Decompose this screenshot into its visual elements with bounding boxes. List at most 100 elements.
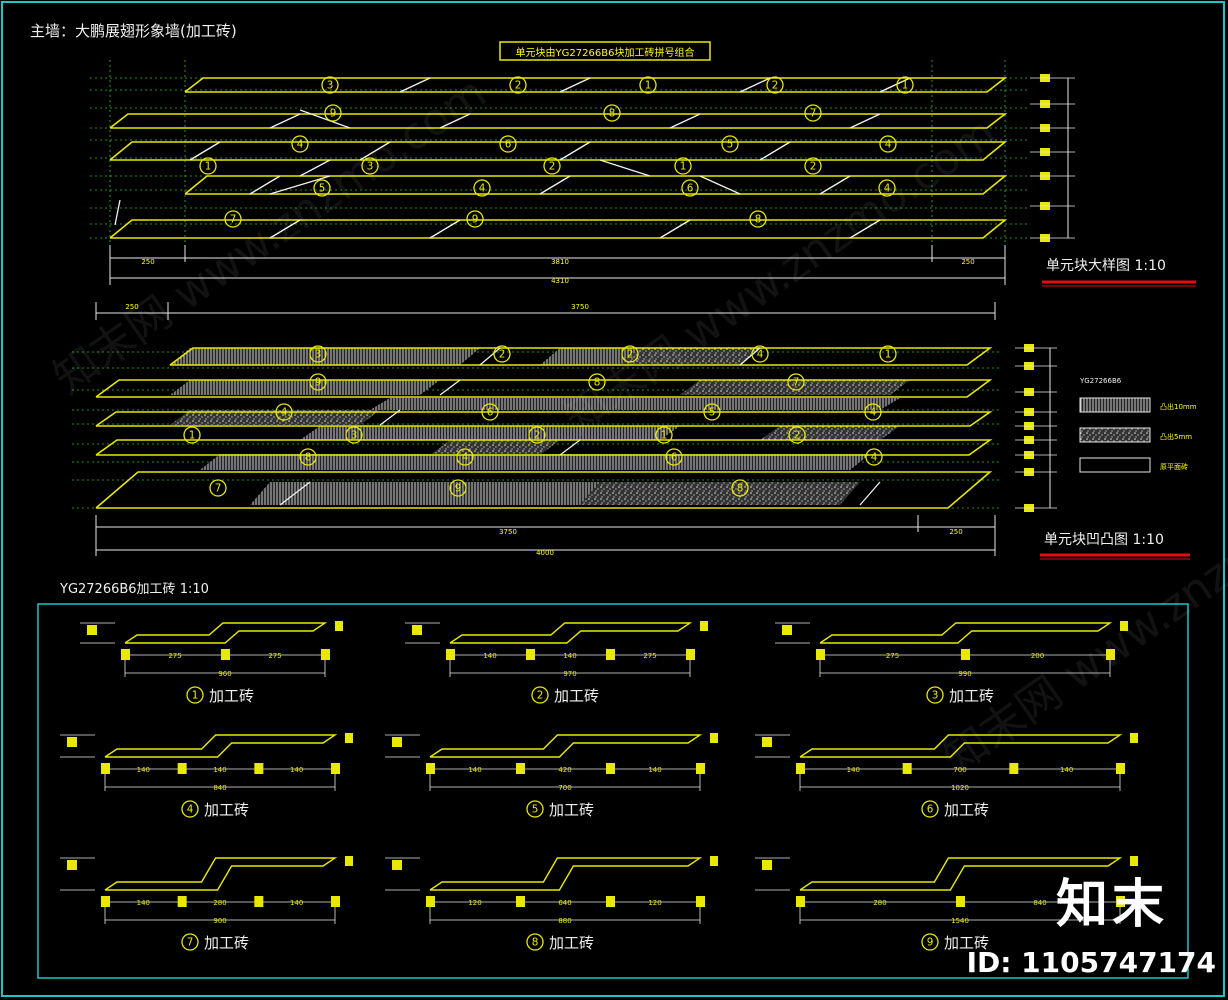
dim-tick [606,763,615,774]
side-mark [412,625,422,635]
circled-number-text: 7 [215,483,222,495]
tile-label: 加工砖 [204,801,249,819]
tile-shape [104,857,338,891]
dots-region [430,440,560,455]
step-line [849,219,881,239]
dim-tick [1116,763,1125,774]
side-mark [710,856,718,866]
circled-number-text: 7 [810,108,817,120]
circled-number-text: 2 [794,430,801,442]
tile-total: 1540 [951,917,969,925]
circled-number: 3 [926,686,944,704]
circled-number: 7 [787,373,805,391]
mid-caption: 单元块凹凸图 1:10 [1044,532,1164,548]
circled-number: 7 [209,479,227,497]
circled-number-text: 2 [537,690,544,702]
circled-number: 8 [526,933,544,951]
tile-shape [124,622,328,644]
top-dim-right: 250 [961,258,974,266]
mid-dim-bottom-right: 250 [949,528,962,536]
tile-total: 990 [958,670,971,678]
mid-right-dims [1015,344,1057,512]
side-mark [335,621,343,631]
dim-tick [446,649,455,660]
dim-tick [686,649,695,660]
tile-label: 加工砖 [549,934,594,952]
tile-dim: 275 [643,652,656,660]
dots-region [170,410,380,425]
dots-region [620,348,760,365]
circled-number-text: 6 [505,139,512,151]
circled-number-text: 1 [205,161,212,173]
row-band [95,439,993,456]
circled-number: 9 [324,104,342,122]
circled-number-text: 4 [885,139,892,151]
tile-shape [799,857,1123,891]
circled-number-text: 1 [885,349,892,361]
row-band [95,471,993,509]
tile-dim: 120 [468,899,481,907]
circled-number: 1 [674,157,692,175]
step-line [269,113,301,129]
circled-number: 5 [721,135,739,153]
step-line [759,141,791,161]
circled-number-text: 2 [499,349,506,361]
circled-number-text: 4 [462,452,469,464]
circled-number: 1 [186,686,204,704]
hatch-region [300,426,680,440]
tile-label: 加工砖 [944,801,989,819]
circled-number: 2 [766,76,784,94]
circled-number-text: 2 [549,161,556,173]
circled-number: 8 [588,373,606,391]
dim-tick [516,896,525,907]
dim-tick [816,649,825,660]
hatch-region [170,380,440,395]
circled-number: 3 [345,426,363,444]
mid-shapes [95,347,993,509]
step-line [859,481,881,506]
side-mark [762,737,772,747]
step-line [249,175,281,195]
step-line [849,113,881,129]
circled-number: 4 [181,800,199,818]
top-header: 单元块由YG27266B6块加工砖拼号组合 [516,46,695,59]
circled-number: 1 [639,76,657,94]
tile-label: 加工砖 [204,934,249,952]
circled-number: 1 [183,426,201,444]
step-line [279,481,311,506]
dim-tick [516,763,525,774]
circled-number-text: 1 [902,80,909,92]
tile-dim: 420 [558,766,571,774]
circled-number-text: 1 [680,161,687,173]
circled-number: 1 [199,157,217,175]
dim-tick [1116,896,1125,907]
top-dim-left: 250 [141,258,154,266]
circled-number: 4 [291,135,309,153]
tile-dim: 140 [483,652,496,660]
circled-number-text: 1 [661,430,668,442]
tile-dim: 700 [953,766,966,774]
tile-dim: 120 [648,899,661,907]
tiles-caption: YG27266B6加工砖 1:10 [59,582,209,597]
step-line [669,113,701,129]
legend-item-2: 凸出5mm [1160,432,1192,441]
dim-tick [254,763,264,774]
circled-number: 2 [543,157,561,175]
step-line [439,113,471,129]
step-line [429,219,461,239]
circled-number-text: 2 [772,80,779,92]
circled-number-text: 8 [532,937,539,949]
circled-number-text: 4 [281,407,288,419]
dim-tick [426,896,435,907]
tile-shape [819,622,1113,644]
step-line [269,219,301,239]
circled-number: 2 [528,426,546,444]
step-line [399,77,431,93]
step-line [539,175,571,195]
